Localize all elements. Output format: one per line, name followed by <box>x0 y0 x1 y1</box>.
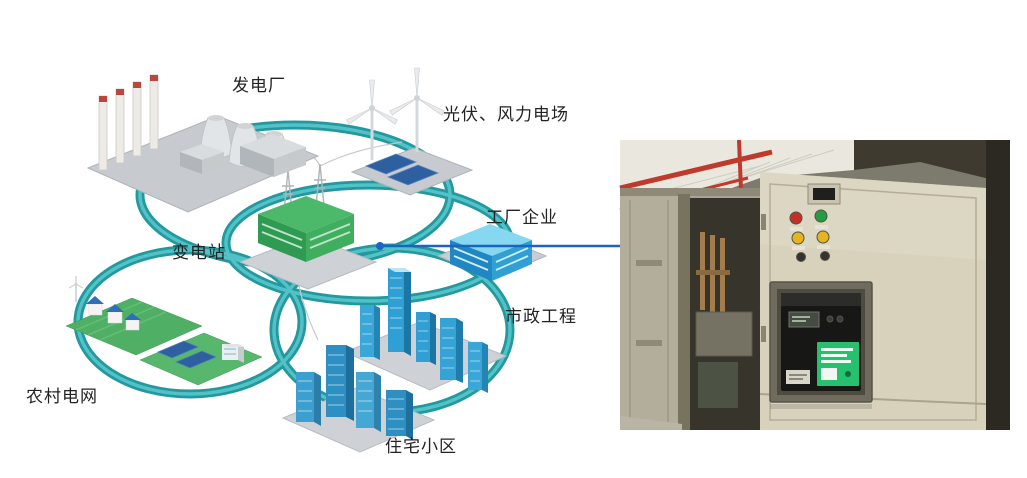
control-panel <box>759 172 987 430</box>
residential-block <box>296 372 321 426</box>
label-solar-wind-farm: 光伏、风力电场 <box>443 105 569 125</box>
hinge <box>761 214 766 230</box>
label-power-plant: 发电厂 <box>232 76 286 96</box>
wind-turbine <box>346 79 398 160</box>
municipal-tower <box>440 318 463 383</box>
circuit-breaker <box>769 281 873 409</box>
breaker-button <box>826 315 834 323</box>
photo-right-edge <box>986 140 1010 430</box>
substation-illustration <box>238 196 378 290</box>
left-cabinet <box>620 188 760 430</box>
copper-busbars <box>696 232 730 316</box>
municipal-tower <box>360 305 380 360</box>
rural-building <box>222 344 244 363</box>
label-substation: 变电站 <box>172 243 226 263</box>
breaker-label-plate <box>786 370 810 384</box>
plant-buildings <box>180 134 306 177</box>
label-factory: 工厂企业 <box>486 208 558 228</box>
power-plant-illustration <box>86 74 320 213</box>
transmission-pylons <box>282 163 326 213</box>
substation-windows <box>261 223 351 249</box>
factory-stripes <box>453 247 529 271</box>
residential-block <box>386 390 413 440</box>
wind-solar-illustration <box>346 67 474 196</box>
municipal-illustration <box>343 268 508 393</box>
indicator-lights <box>789 209 830 262</box>
rural-solar-panels <box>156 340 218 369</box>
farm-house <box>86 296 104 316</box>
label-rural-grid: 农村电网 <box>26 387 98 407</box>
roof-structure <box>854 140 1010 184</box>
municipal-tower <box>388 268 411 356</box>
factory-illustration <box>436 224 548 281</box>
residential-block <box>356 372 381 432</box>
rural-grid-illustration <box>65 276 263 386</box>
farm-house <box>106 304 124 324</box>
residential-block <box>326 345 354 421</box>
municipal-tower <box>468 342 488 393</box>
green-indicator <box>814 209 828 223</box>
connector <box>376 242 622 250</box>
farm-house <box>124 313 141 331</box>
residential-illustration <box>281 345 436 453</box>
yellow-indicator <box>816 230 830 244</box>
municipal-tower <box>416 312 436 365</box>
control-knob <box>796 252 806 262</box>
switchgear-photo <box>619 139 1010 430</box>
label-municipal: 市政工程 <box>505 307 577 327</box>
label-residential: 住宅小区 <box>385 437 457 457</box>
hinge <box>761 326 766 342</box>
small-wind-turbine <box>68 276 84 302</box>
breaker-button <box>836 315 844 323</box>
interior-unit <box>695 311 753 357</box>
interior-lower-unit <box>698 362 738 408</box>
breaker-display <box>788 311 820 328</box>
solar-panels <box>364 153 440 186</box>
control-knob <box>820 251 830 261</box>
yellow-indicator <box>791 231 805 245</box>
red-indicator <box>789 211 803 225</box>
breaker-green-label <box>817 342 859 386</box>
smokestacks <box>98 74 159 171</box>
wind-turbine <box>389 67 445 152</box>
panel-meter-display <box>807 183 841 205</box>
